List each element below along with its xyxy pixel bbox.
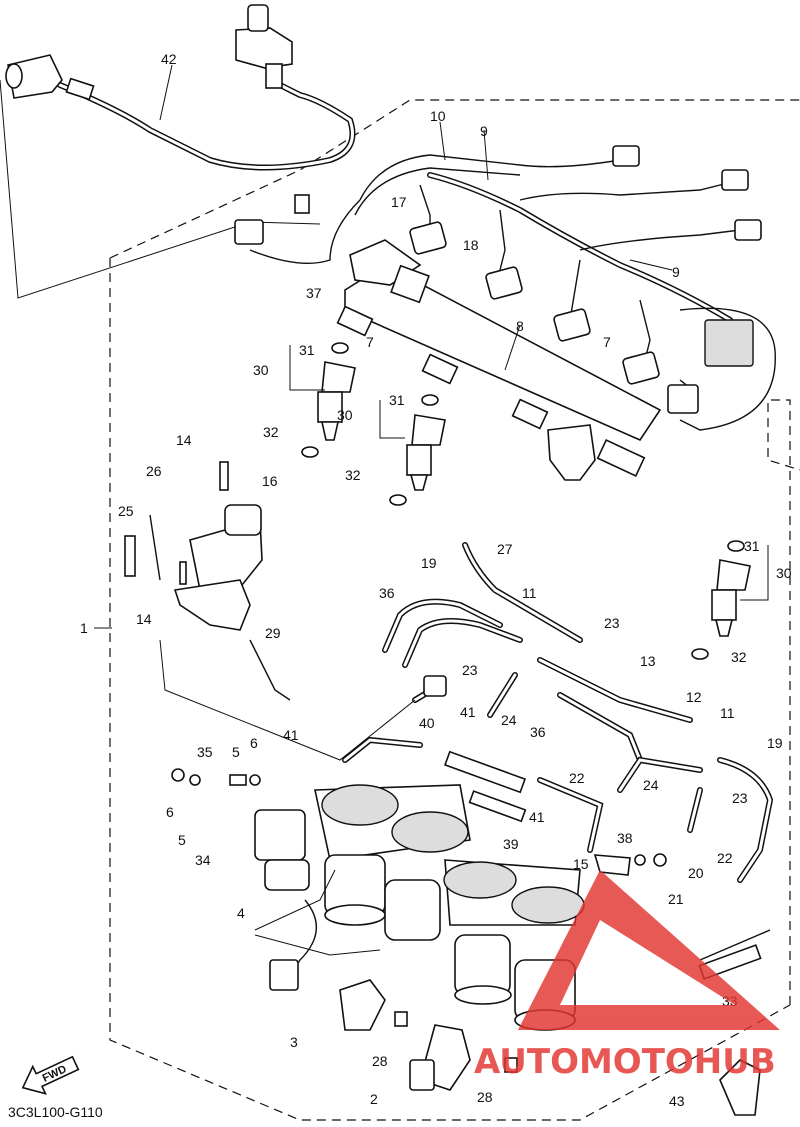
bracket-assembly-16 <box>124 461 263 631</box>
watermark-text: AUTOMOTOHUB <box>474 1042 776 1082</box>
callout: 7 <box>603 334 611 350</box>
callout: 39 <box>503 836 519 852</box>
fuel-rail-8 <box>336 239 662 481</box>
hose-set <box>159 542 774 883</box>
callout: 23 <box>462 662 478 678</box>
callout: 32 <box>263 424 279 440</box>
callout: 6 <box>166 804 174 820</box>
watermark-logo: AUTOMOTOHUB <box>474 870 780 1082</box>
callout: 30 <box>253 362 269 378</box>
fwd-arrow-icon: FWD <box>21 1055 80 1095</box>
callout: 36 <box>379 585 395 601</box>
callout: 31 <box>299 342 315 358</box>
callout: 27 <box>497 541 513 557</box>
callout: 5 <box>232 744 240 760</box>
callout: 10 <box>430 108 446 124</box>
callout: 32 <box>731 649 747 665</box>
callout: 22 <box>717 850 733 866</box>
callout: 21 <box>668 891 684 907</box>
callout: 17 <box>391 194 407 210</box>
callout: 23 <box>732 790 748 806</box>
injector-30-c <box>691 540 751 660</box>
callout: 26 <box>146 463 162 479</box>
callout: 31 <box>389 392 405 408</box>
callout: 41 <box>283 727 299 743</box>
callout: 16 <box>262 473 278 489</box>
callout: 6 <box>250 735 258 751</box>
harness-42 <box>0 4 356 299</box>
callout: 9 <box>672 264 680 280</box>
callout: 37 <box>306 285 322 301</box>
injector-30-b <box>389 394 446 506</box>
callout: 25 <box>118 503 134 519</box>
callout: 14 <box>176 432 192 448</box>
callout: 9 <box>480 123 488 139</box>
fwd-label: FWD <box>41 1063 69 1084</box>
callout: 41 <box>460 704 476 720</box>
callout: 43 <box>669 1093 685 1109</box>
callout: 30 <box>337 407 353 423</box>
callout: 4 <box>237 905 245 921</box>
callout: 22 <box>569 770 585 786</box>
diagram-code: 3C3L100-G110 <box>8 1104 103 1120</box>
leader-lines <box>94 64 769 956</box>
callout: 31 <box>744 538 760 554</box>
callout: 14 <box>136 611 152 627</box>
callout: 23 <box>604 615 620 631</box>
callout: 20 <box>688 865 704 881</box>
callout: 19 <box>421 555 437 571</box>
callout: 32 <box>345 467 361 483</box>
callout: 42 <box>161 51 177 67</box>
small-parts <box>171 750 761 1116</box>
callout: 15 <box>573 856 589 872</box>
callout: 5 <box>178 832 186 848</box>
callout: 24 <box>643 777 659 793</box>
callout: 19 <box>767 735 783 751</box>
callout: 11 <box>522 585 537 601</box>
callout: 28 <box>477 1089 493 1105</box>
callout: 7 <box>366 334 374 350</box>
callout: 28 <box>372 1053 388 1069</box>
callout: 30 <box>776 565 792 581</box>
callout: 35 <box>197 744 213 760</box>
callout: 38 <box>617 830 633 846</box>
callout: 36 <box>530 724 546 740</box>
callout: 18 <box>463 237 479 253</box>
callout: 12 <box>686 689 702 705</box>
callout: 24 <box>501 712 517 728</box>
throttle-body-assembly <box>254 784 771 1091</box>
wiring-harness-10 <box>234 145 776 431</box>
callout: 13 <box>640 653 656 669</box>
injector-30-a <box>301 342 356 458</box>
callout: 40 <box>419 715 435 731</box>
callout: 29 <box>265 625 281 641</box>
callout: 1 <box>80 620 88 636</box>
callout: 2 <box>370 1091 378 1107</box>
callout: 34 <box>195 852 211 868</box>
callout: 41 <box>529 809 545 825</box>
callout: 8 <box>516 318 524 334</box>
callout: 11 <box>720 705 735 721</box>
callout-labels: 1 2 3 4 5 5 6 6 7 7 8 9 9 10 11 11 12 13… <box>80 51 792 1109</box>
callout: 3 <box>290 1034 298 1050</box>
